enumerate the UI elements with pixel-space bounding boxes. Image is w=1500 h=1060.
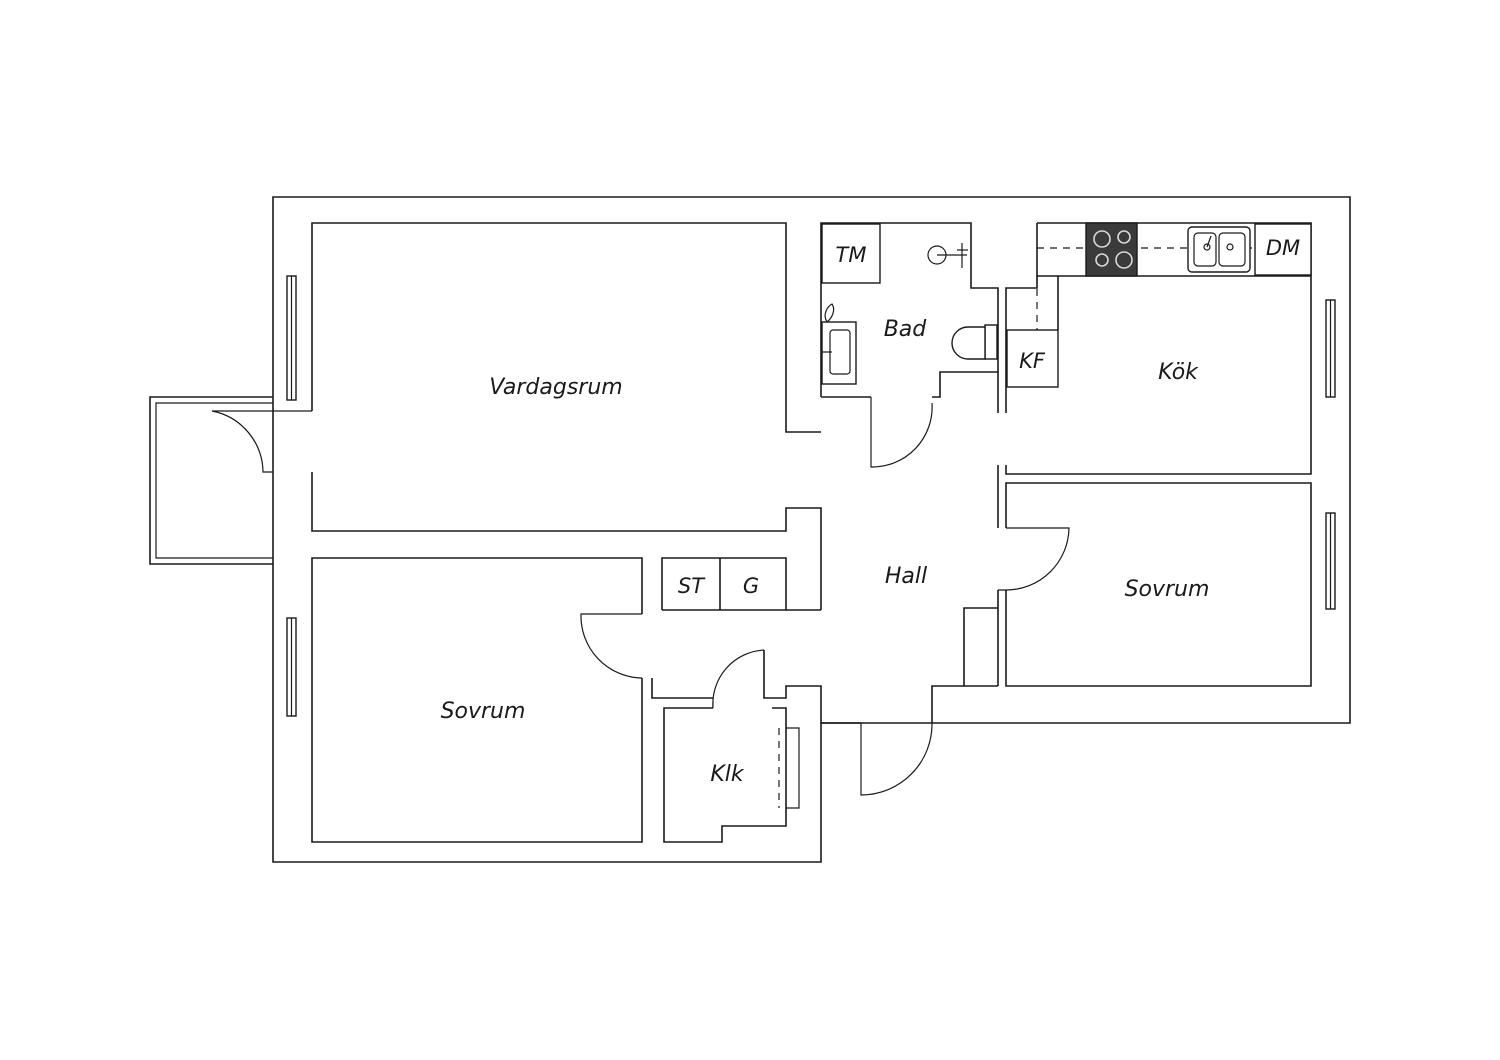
label-klk: Klk bbox=[710, 762, 745, 787]
label-st: ST bbox=[678, 574, 706, 598]
closets bbox=[661, 557, 787, 611]
door-swing-icon bbox=[998, 527, 1070, 591]
washing-machine bbox=[821, 223, 881, 284]
label-tm: TM bbox=[836, 243, 867, 267]
toilet-icon bbox=[951, 324, 998, 360]
room-bad bbox=[820, 222, 999, 398]
room-sovrum-left bbox=[311, 557, 643, 843]
label-sovrum-left: Sovrum bbox=[441, 699, 526, 724]
window-icon bbox=[286, 617, 297, 717]
door-swing-icon bbox=[712, 649, 765, 709]
label-bad: Bad bbox=[884, 317, 928, 342]
door-swing-icon bbox=[580, 613, 643, 679]
outer-wall bbox=[272, 196, 1351, 863]
room-kok bbox=[1005, 222, 1312, 475]
label-g: G bbox=[743, 574, 759, 598]
wall-hall-pocket bbox=[963, 607, 998, 687]
wall-vardagsrum-lower bbox=[311, 472, 822, 610]
label-dm: DM bbox=[1266, 236, 1300, 260]
window-icon bbox=[286, 275, 297, 401]
wall-hall-bottom bbox=[931, 685, 964, 723]
fridge-freezer bbox=[1006, 329, 1059, 388]
door-swing-icon bbox=[211, 410, 312, 473]
window-icon bbox=[1325, 299, 1336, 398]
label-kok: Kök bbox=[1158, 360, 1199, 385]
label-hall: Hall bbox=[885, 564, 927, 589]
klk-shelf bbox=[786, 727, 800, 809]
room-sovrum-right bbox=[1005, 482, 1312, 687]
label-vardagsrum: Vardagsrum bbox=[489, 375, 622, 400]
washbasin-icon bbox=[821, 303, 857, 385]
dishwasher bbox=[1254, 223, 1312, 276]
room-klk bbox=[763, 650, 822, 723]
label-sovrum-right: Sovrum bbox=[1125, 577, 1210, 602]
door-swing-icon bbox=[860, 722, 933, 796]
shower-icon bbox=[927, 243, 968, 268]
balcony bbox=[149, 396, 273, 565]
room-vardagsrum bbox=[311, 222, 821, 433]
wall-hall-left bbox=[651, 678, 713, 699]
door-swing-icon bbox=[870, 397, 933, 468]
wall-kok-left bbox=[1005, 223, 1038, 413]
label-kf: KF bbox=[1019, 349, 1046, 373]
kitchen-sink-icon bbox=[1187, 226, 1251, 273]
balcony-inner bbox=[155, 402, 273, 559]
stove-icon bbox=[1085, 222, 1138, 277]
window-icon bbox=[1325, 512, 1336, 610]
